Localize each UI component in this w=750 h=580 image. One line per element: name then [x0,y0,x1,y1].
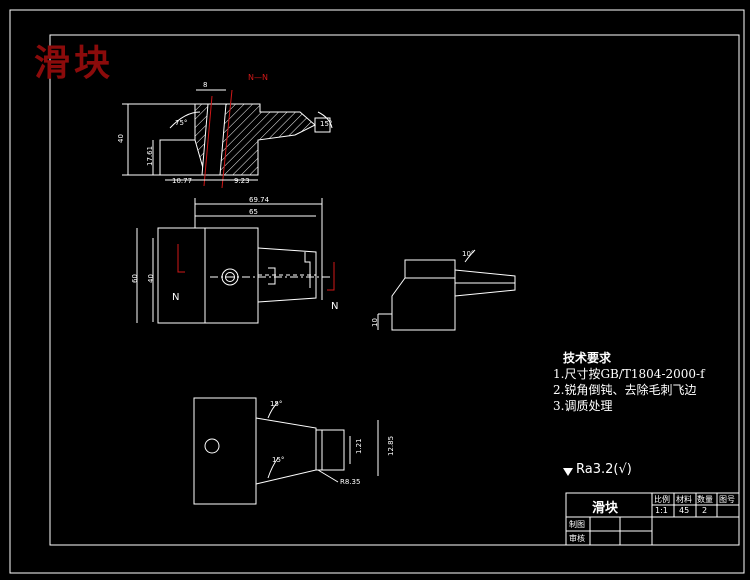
dim-overall-2: 65 [249,208,258,216]
front-notch-2 [304,252,311,288]
bottom-arc-bot [267,457,279,479]
tech-item-3: 3.调质处理 [553,399,613,413]
side-body [391,259,456,331]
title-block-drawing-no-label: 图号 [719,495,735,504]
technical-requirements: 技术要求 1.尺寸按GB/T1804-2000-f 2.锐角倒钝、去除毛刺飞边 … [553,350,705,414]
title-block-qty: 2 [702,506,708,515]
dim-base-left: 10.77 [172,177,192,185]
dim-bottom-height-2: 1.21 [355,438,363,454]
bottom-boss [315,429,345,471]
dim-height-step: 17.61 [146,146,154,166]
title-block-name: 滑块 [592,501,619,516]
section-left-step [159,104,205,176]
centerline-red-2 [203,95,213,187]
dim-height-inner: 40 [147,274,155,283]
bottom-taper [255,417,317,485]
section-mark-n-right: N [331,301,338,312]
front-body [157,227,259,324]
title-block-scale-label: 比例 [654,495,670,504]
roughness-symbol [563,468,573,476]
section-slot [201,103,227,176]
front-notch [268,267,276,285]
drawing-title: 滑块 [34,42,115,84]
title-block-reviewer-label: 审核 [569,534,585,543]
tech-header: 技术要求 [563,351,612,365]
arc-75 [169,111,201,129]
dim-side-height: 10 [371,318,379,327]
dim-angle-left: 75° [175,119,187,127]
section-mark-right [327,262,335,291]
bottom-leader-r [317,469,339,483]
dim-height-outer: 60 [131,274,139,283]
dim-base-right: 9.23 [234,177,250,185]
sheet-border-inner [49,34,740,546]
bottom-view [193,397,379,505]
section-boss [314,117,331,133]
dim-angle-right: 15° [320,120,332,128]
dim-overall-1: 69.74 [249,196,270,204]
section-label: N—N [248,73,268,82]
side-view [377,249,516,331]
side-arc-10 [464,249,476,263]
front-hole-inner [225,272,235,282]
bottom-hole [204,438,220,454]
title-block-qty-label: 数量 [697,495,713,504]
bottom-arc-top [267,401,279,419]
title-block-drafter-label: 制图 [569,520,585,529]
dim-width-top: 8 [203,81,207,89]
arc-15 [317,111,333,129]
title-block-scale: 1:1 [655,506,668,515]
tech-item-2: 2.锐角倒钝、去除毛刺飞边 [553,383,697,397]
title-block-material-label: 材料 [676,495,692,504]
title-block-material: 45 [679,506,690,515]
section-mark-left [177,244,185,273]
roughness-label: Ra3.2(√) [576,462,632,477]
title-block [565,492,740,546]
dim-bottom-angle-bottom: 15° [272,456,284,464]
section-view-nn [122,89,333,189]
bottom-body [193,397,257,505]
dim-height-left: 40 [117,134,125,143]
dim-side-angle: 10° [462,250,474,258]
dim-bottom-height-1: 12.85 [387,436,395,456]
dim-bottom-angle-top: 15° [270,400,282,408]
dim-radius: R8.35 [340,478,360,486]
sheet-border-outer [9,9,745,574]
front-view [136,198,335,324]
tech-item-1: 1.尺寸按GB/T1804-2000-f [553,367,705,381]
section-mark-n-left: N [172,292,179,303]
centerline-red-1 [221,89,233,189]
